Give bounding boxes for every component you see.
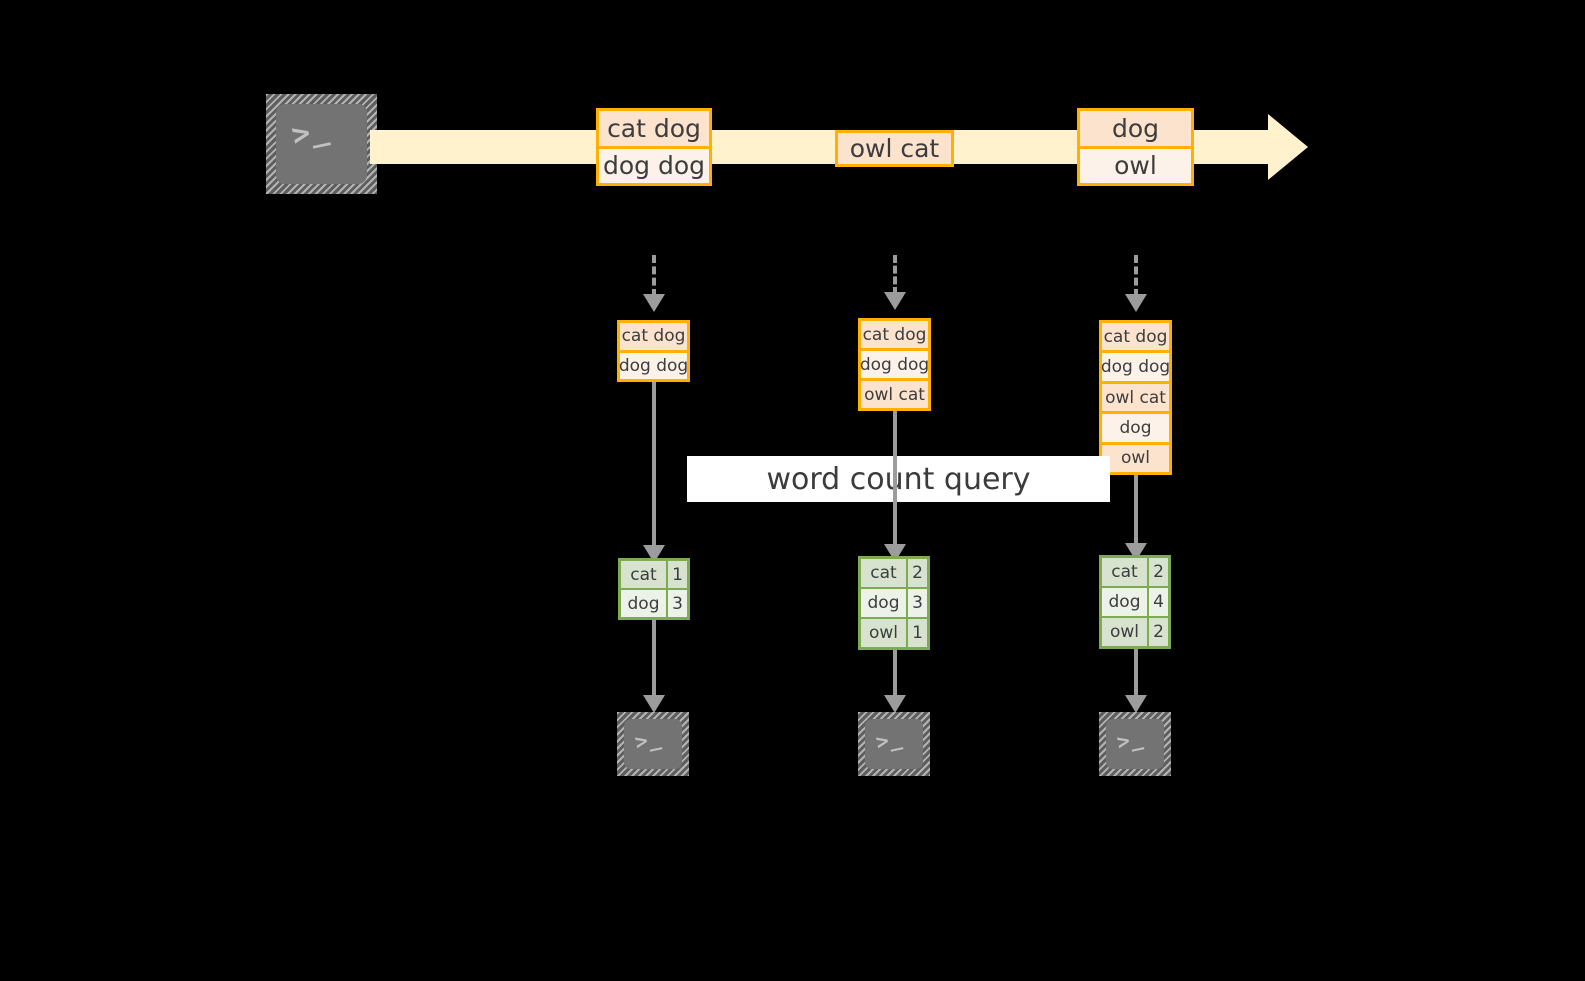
word-cell: cat [861, 559, 906, 587]
snapshot-tap-line-2 [893, 255, 897, 295]
query-arrow-line-3 [1134, 475, 1138, 550]
buffer-row: cat dog [620, 323, 687, 350]
buffer-row: dog dog [619, 349, 688, 379]
buffer-row: dog dog [860, 348, 929, 378]
snapshot-tap-line-1 [652, 255, 656, 297]
count-cell: 1 [906, 619, 927, 647]
count-cell: 2 [1147, 558, 1168, 586]
count-cell: 3 [666, 590, 687, 617]
prompt-glyph: >_ [632, 725, 663, 755]
word-cell: dog [621, 590, 666, 617]
count-cell: 4 [1147, 588, 1168, 616]
buffer-row: owl cat [861, 378, 928, 408]
snapshot-tap-line-3 [1134, 255, 1138, 297]
buffer-row: dog dog [1101, 350, 1170, 381]
count-cell: 2 [906, 559, 927, 587]
producer-terminal-icon: >_ [266, 94, 377, 194]
stream-arrow-head-icon [1268, 114, 1308, 180]
output-arrow-head-3 [1125, 695, 1147, 713]
buffer-row: owl [1102, 441, 1169, 473]
output-arrow-head-1 [643, 695, 665, 713]
terminal-screen: >_ [624, 719, 682, 769]
word-cell: cat [1102, 558, 1147, 586]
consumer-terminal-icon-2: >_ [858, 712, 930, 776]
table-row: owl 2 [1102, 616, 1168, 646]
stream-event-2[interactable]: owl cat [835, 130, 954, 167]
buffer-stack-2[interactable]: cat dog dog dog owl cat [858, 318, 931, 411]
stream-event-line: owl [1080, 145, 1191, 183]
buffer-stack-1[interactable]: cat dog dog dog [617, 320, 690, 382]
table-row: cat 2 [1102, 558, 1168, 586]
stream-event-line: cat dog [599, 111, 709, 146]
result-table-1[interactable]: cat 1 dog 3 [618, 558, 690, 620]
table-row: dog 3 [621, 588, 687, 617]
output-arrow-line-1 [652, 620, 656, 700]
table-row: owl 1 [861, 617, 927, 647]
word-cell: dog [861, 589, 906, 617]
output-arrow-line-2 [893, 650, 897, 700]
stream-event-line: dog [1080, 111, 1191, 146]
table-row: cat 2 [861, 559, 927, 587]
query-arrow-line-2 [893, 411, 897, 549]
stream-event-1[interactable]: cat dog dog dog [596, 108, 712, 186]
snapshot-tap-arrowhead-1 [643, 294, 665, 312]
terminal-screen: >_ [865, 719, 923, 769]
result-table-3[interactable]: cat 2 dog 4 owl 2 [1099, 555, 1171, 649]
buffer-row: cat dog [861, 321, 928, 348]
consumer-terminal-icon-3: >_ [1099, 712, 1171, 776]
table-row: dog 4 [1102, 586, 1168, 616]
count-cell: 3 [906, 589, 927, 617]
stream-event-line: owl cat [838, 133, 951, 164]
output-arrow-head-2 [884, 695, 906, 713]
query-label-band: word count query [687, 456, 1110, 502]
prompt-glyph: >_ [1114, 725, 1145, 755]
result-table-2[interactable]: cat 2 dog 3 owl 1 [858, 556, 930, 650]
table-row: dog 3 [861, 587, 927, 617]
snapshot-tap-arrowhead-2 [884, 292, 906, 310]
stream-event-line: dog dog [599, 145, 709, 183]
count-cell: 2 [1147, 618, 1168, 646]
word-cell: owl [1102, 618, 1147, 646]
snapshot-tap-arrowhead-3 [1125, 294, 1147, 312]
count-cell: 1 [666, 561, 687, 588]
output-arrow-line-3 [1134, 649, 1138, 700]
table-row: cat 1 [621, 561, 687, 588]
consumer-terminal-icon-1: >_ [617, 712, 689, 776]
terminal-screen: >_ [276, 104, 367, 184]
buffer-stack-3[interactable]: cat dog dog dog owl cat dog owl [1099, 320, 1172, 475]
word-cell: cat [621, 561, 666, 588]
buffer-row: dog [1102, 411, 1169, 442]
word-cell: owl [861, 619, 906, 647]
stream-event-3[interactable]: dog owl [1077, 108, 1194, 186]
query-arrow-line-1 [652, 382, 656, 550]
terminal-screen: >_ [1106, 719, 1164, 769]
buffer-row: cat dog [1102, 323, 1169, 351]
word-cell: dog [1102, 588, 1147, 616]
prompt-glyph: >_ [288, 111, 332, 154]
buffer-row: owl cat [1102, 380, 1169, 412]
prompt-glyph: >_ [873, 725, 904, 755]
query-label: word count query [766, 461, 1031, 497]
